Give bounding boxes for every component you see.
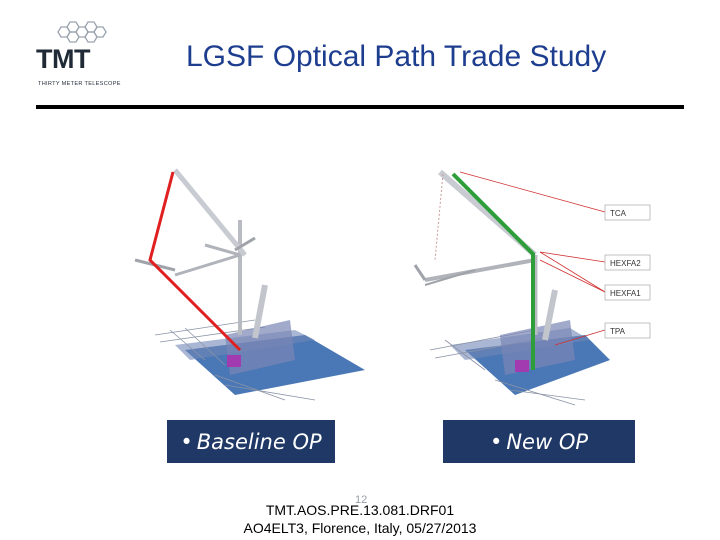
footer-document-id: TMT.AOS.PRE.13.081.DRF01 bbox=[265, 502, 455, 518]
baseline-op-text: Baseline OP bbox=[196, 429, 322, 454]
new-telescope-render bbox=[413, 169, 610, 406]
callouts: TCA HEXFA2 HEXFA1 TPA bbox=[459, 171, 651, 346]
new-op-text: New OP bbox=[506, 429, 589, 454]
logo-subtitle: THIRTY METER TELESCOPE bbox=[38, 81, 121, 87]
footer-conference: AO4ELT3, Florence, Italy, 05/27/2013 bbox=[243, 520, 477, 536]
callout-label: HEXFA1 bbox=[610, 289, 641, 298]
title-divider bbox=[36, 105, 684, 109]
bullet-glyph: • bbox=[180, 429, 193, 454]
hexagon-mirror-icon bbox=[57, 21, 107, 43]
callout-label: TCA bbox=[610, 209, 627, 218]
slide-title: LGSF Optical Path Trade Study bbox=[186, 40, 607, 73]
telescope-comparison-figure: TCA HEXFA2 HEXFA1 TPA bbox=[115, 160, 685, 420]
baseline-telescope-render bbox=[134, 168, 365, 401]
logo-wordmark: TMT bbox=[36, 44, 90, 74]
tmt-logo bbox=[30, 20, 140, 92]
callout-label: TPA bbox=[610, 327, 626, 336]
page-number: 12 bbox=[355, 494, 368, 506]
new-op-label: • New OP bbox=[443, 420, 635, 463]
baseline-op-label: • Baseline OP bbox=[167, 420, 335, 463]
bullet-glyph: • bbox=[489, 429, 503, 454]
callout-label: HEXFA2 bbox=[610, 259, 641, 268]
